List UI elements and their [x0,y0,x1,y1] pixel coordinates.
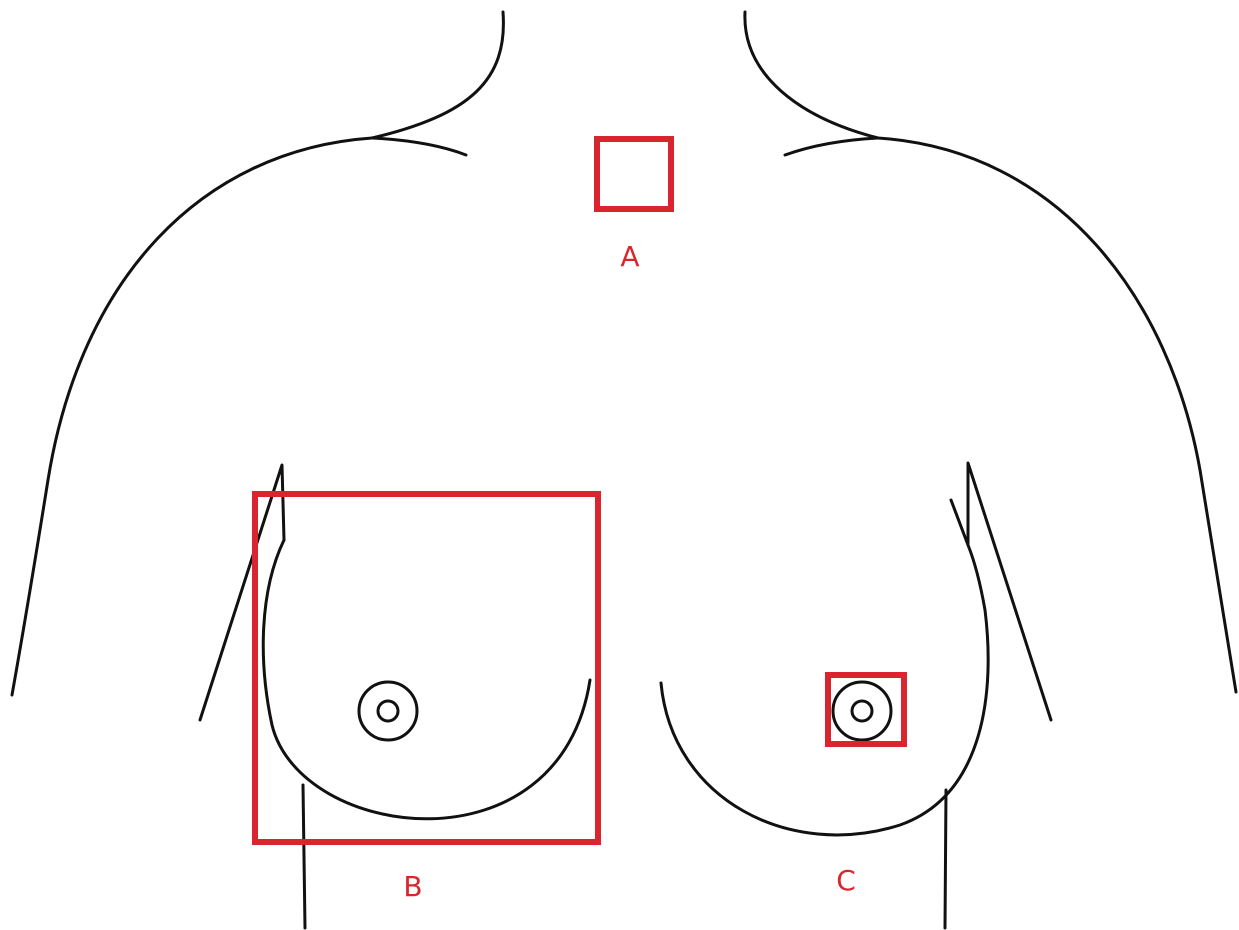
region-c-label: C [836,864,856,897]
neck-right-outline [745,12,878,138]
region-b-label: B [403,870,422,903]
torso-left-side [303,785,305,928]
right-nipple [852,701,872,721]
torso-right-side [945,790,946,928]
left-armpit-outline [200,465,284,720]
left-shoulder-arm-outline [12,138,372,695]
region-c-box [828,675,904,744]
left-breast-outline [263,540,590,819]
right-shoulder-arm-outline [878,138,1236,692]
neck-left-outline [372,12,503,138]
region-a-label: A [620,240,639,273]
right-armpit-outline [951,463,1051,720]
left-areola [359,682,417,740]
clavicle-left-outline [372,138,466,155]
right-areola [833,682,891,740]
region-a-box [597,139,671,209]
left-nipple [378,701,398,721]
clavicle-right-outline [785,138,878,155]
region-b-box [255,494,598,842]
right-breast-outline [661,545,988,835]
